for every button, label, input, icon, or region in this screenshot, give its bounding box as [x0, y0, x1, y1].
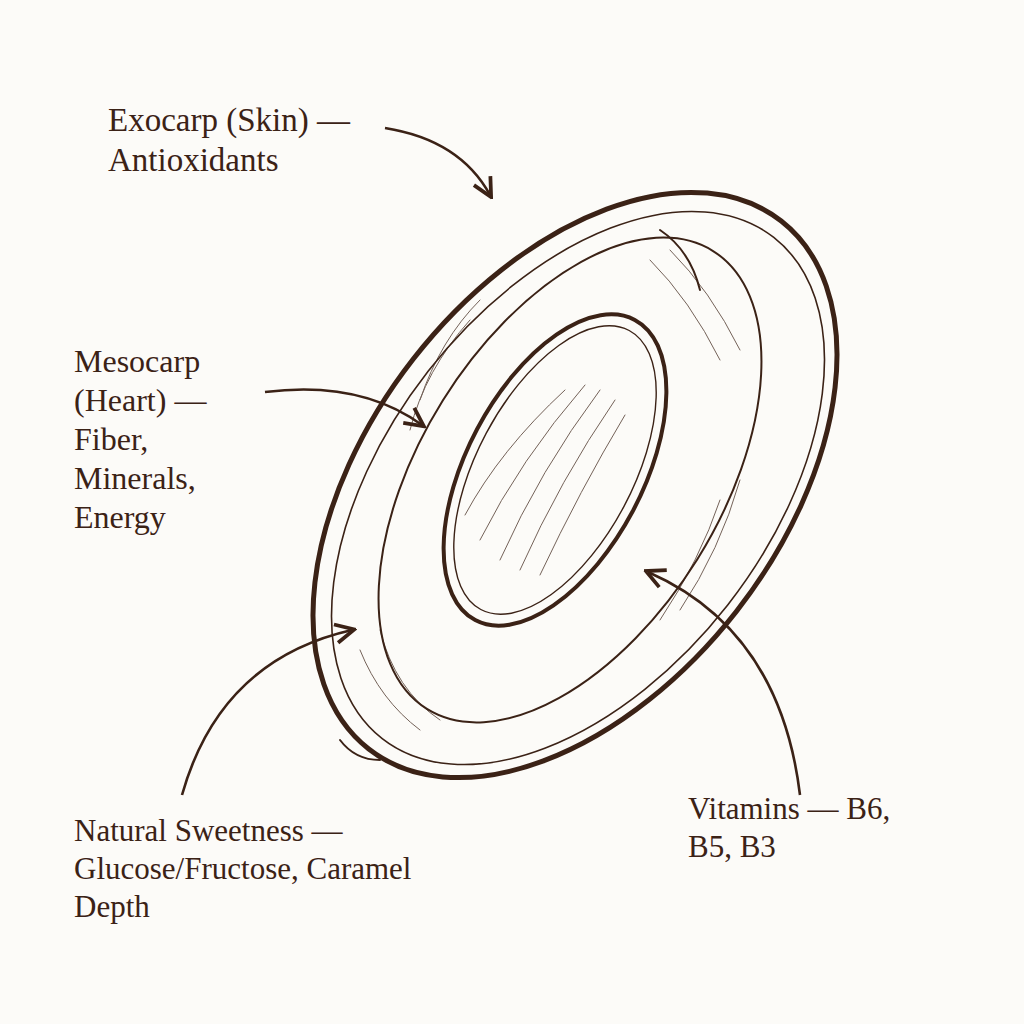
callout-label: Vitamins — B6, B5, B3 [688, 790, 918, 866]
leader-lines [182, 128, 800, 795]
callout-label: Natural Sweetness — Glucose/Fructose, Ca… [74, 812, 414, 925]
date-fruit [207, 95, 943, 875]
callout-label: Mesocarp (Heart) — Fiber, Minerals, Ener… [74, 342, 274, 537]
callout-label: Exocarp (Skin) — Antioxidants [108, 100, 408, 181]
